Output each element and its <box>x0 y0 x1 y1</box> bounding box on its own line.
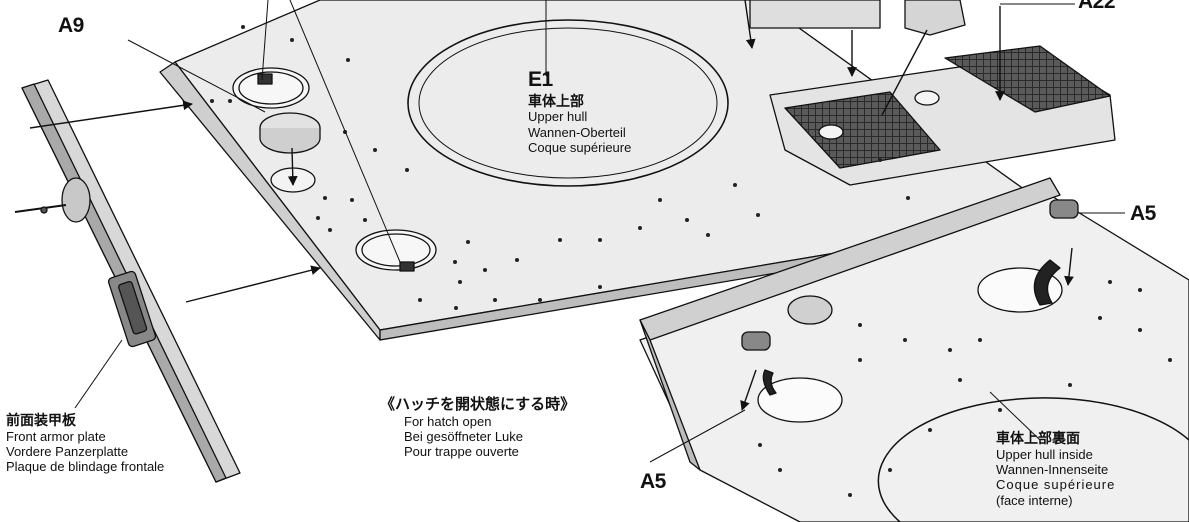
hull-inside-label: 車体上部裏面 Upper hull inside Wannen-Innensei… <box>996 430 1115 508</box>
hatch-open-en: For hatch open <box>404 413 492 429</box>
upper-hull-de: Wannen-Oberteil <box>528 124 626 140</box>
part-label-e1: E1 <box>528 68 553 91</box>
part-label-a9: A9 <box>58 14 84 37</box>
rivet-dots <box>210 25 910 310</box>
assembly-arrows <box>29 0 1074 411</box>
hatch-open-de: Bei gesöffneter Luke <box>404 429 524 445</box>
part-label-a5-right: A5 <box>1130 202 1156 225</box>
hull-inside-fr2: (face interne) <box>996 492 1073 508</box>
front-plate-label: 前面装甲板 Front armor plate Vordere Panzerpl… <box>6 412 164 475</box>
part-label-a5-bottom: A5 <box>640 470 666 493</box>
leader-lines <box>74 0 1125 463</box>
upper-hull-en: Upper hull <box>528 109 588 125</box>
part-label-a22: A22 <box>1078 0 1116 13</box>
hatch-open-jp: 《ハッチを開状態にする時》 <box>380 396 576 413</box>
front-plate-jp: 前面装甲板 <box>6 412 76 428</box>
upper-hull-label: E1 車体上部 Upper hull Wannen-Oberteil Coque… <box>528 68 631 155</box>
upper-hull-jp: 車体上部 <box>528 92 584 109</box>
hull-inside-de: Wannen-Innenseite <box>996 461 1109 477</box>
hatch-open-fr: Pour trappe ouverte <box>404 444 519 460</box>
front-armor-plate-part <box>14 79 241 483</box>
front-plate-fr: Plaque de blindage frontale <box>6 459 165 475</box>
hull-inside-fr: Coque supérieure <box>996 477 1116 493</box>
inside-rivets <box>758 280 1172 497</box>
hull-inside-jp: 車体上部裏面 <box>996 430 1080 446</box>
hatch-open-label: 《ハッチを開状態にする時》 For hatch open Bei gesöffn… <box>380 396 575 460</box>
front-plate-en: Front armor plate <box>6 428 106 444</box>
upper-hull-fr: Coque supérieure <box>528 139 632 155</box>
upper-hull-inside-part <box>639 177 1189 522</box>
front-plate-de: Vordere Panzerplatte <box>6 443 129 459</box>
hull-inside-en: Upper hull inside <box>996 446 1093 462</box>
